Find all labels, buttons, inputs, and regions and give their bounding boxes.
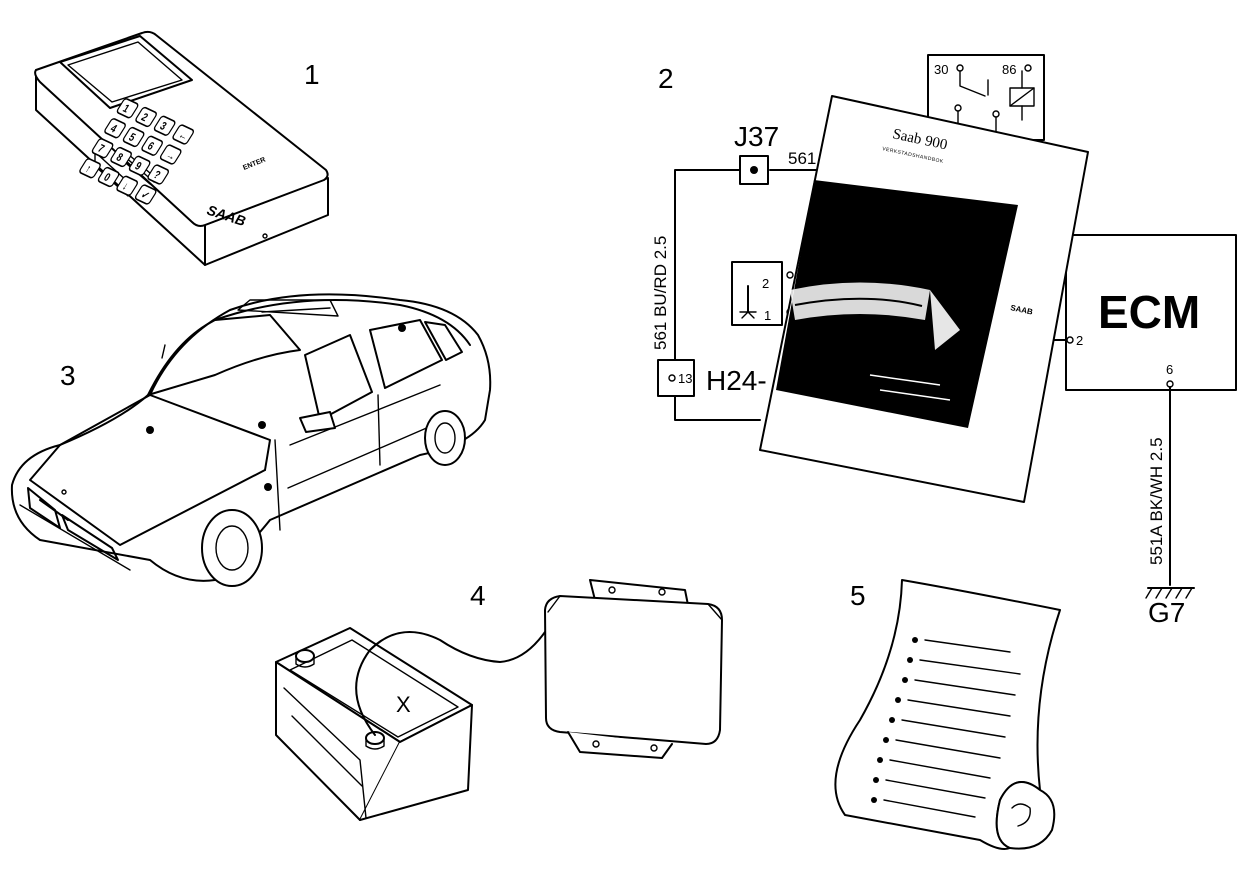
workshop-manual: Saab 900 VERKSTADSHANDBOK SAAB (759, 95, 1089, 503)
key-label: 4 (108, 123, 119, 136)
ecm-module: ECM 2 6 (1039, 231, 1237, 586)
relay-pin-86: 86 (1002, 62, 1016, 77)
key-label: 2 (139, 112, 150, 125)
key-label: 6 (145, 141, 156, 154)
checklist-lines (871, 637, 1021, 818)
control-module (544, 579, 723, 759)
ecm-pin-6-label: 6 (1166, 362, 1173, 377)
key-label: 3 (157, 121, 168, 134)
ground-symbol (1145, 587, 1195, 599)
switch-pin-2: 2 (762, 276, 769, 291)
relay-pin-30: 30 (934, 62, 948, 77)
wire-561-color-label: 561 BU/RD 2.5 (651, 236, 670, 350)
battery: X (275, 627, 546, 821)
ecm-label: ECM (1098, 286, 1200, 338)
callout-1: 1 (304, 59, 320, 90)
wire-561-label: 561 (788, 149, 816, 168)
ground-wire-label: 551A BK/WH 2.5 (1147, 437, 1166, 565)
switch-symbol: 2 1 (731, 261, 794, 326)
key-label: 5 (126, 132, 137, 145)
ground-label: G7 (1148, 597, 1185, 628)
h24-pin-label: 13 (678, 371, 692, 386)
key-label: 7 (95, 143, 106, 156)
callout-4: 4 (470, 580, 486, 611)
car-saab-900 (10, 293, 492, 587)
connector-h24 (657, 359, 695, 397)
key-label: 1 (120, 103, 131, 116)
callout-3: 3 (60, 360, 76, 391)
key-label: 8 (114, 152, 125, 165)
key-label: ? (151, 169, 162, 182)
switch-pin-1: 1 (764, 308, 771, 323)
callout-5: 5 (850, 580, 866, 611)
connector-h24-label: H24- (706, 365, 767, 396)
tester-keypad: 1 2 3 ← 4 5 6 → 7 8 9 (79, 98, 195, 205)
callout-2: 2 (658, 63, 674, 94)
key-label: ↑ (83, 163, 94, 176)
diagnostic-tester: 1 2 3 ← 4 5 6 → 7 8 9 (34, 30, 329, 266)
key-label: ↓ (120, 181, 131, 194)
battery-and-module: X (275, 579, 723, 821)
battery-terminal-mark: X (396, 692, 411, 717)
checklist-scroll (834, 579, 1061, 850)
ecm-pin-2-label: 2 (1076, 333, 1083, 348)
key-label: 9 (132, 161, 143, 174)
connector-j37-label: J37 (734, 121, 779, 152)
wiring-schematic: J37 561 561 BU/RD 2.5 13 H24- 2 1 30 86 (651, 54, 1237, 628)
key-label: 0 (101, 172, 112, 185)
